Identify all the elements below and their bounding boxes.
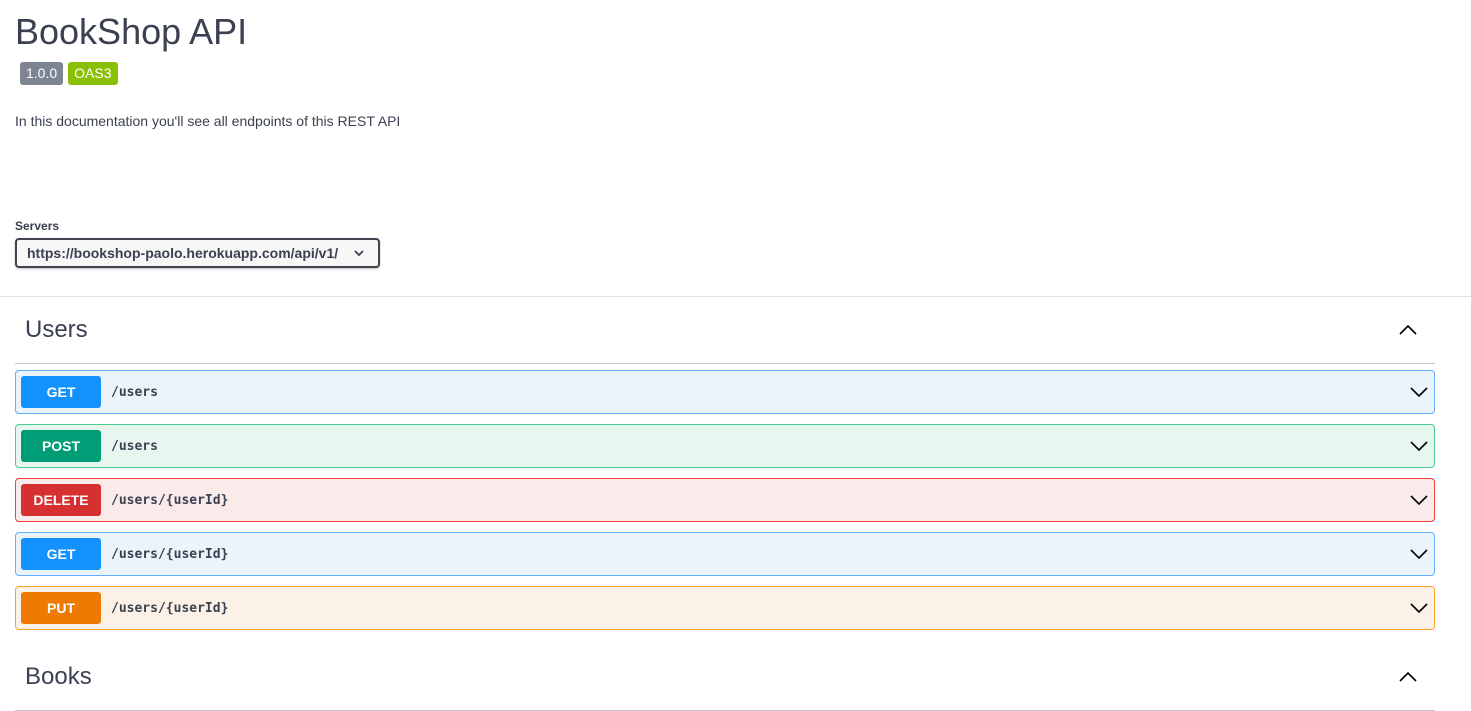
operation-path: /users/{userId} <box>111 600 229 616</box>
operation-delete[interactable]: DELETE/users/{userId} <box>15 478 1435 522</box>
tag-header[interactable]: Books <box>15 644 1435 711</box>
chevron-down-icon[interactable] <box>1410 441 1428 451</box>
tag-header[interactable]: Users <box>15 297 1435 364</box>
operation-get[interactable]: GET/users/{userId} <box>15 532 1435 576</box>
servers-select[interactable]: https://bookshop-paolo.herokuapp.com/api… <box>15 238 381 268</box>
api-description: In this documentation you'll see all end… <box>15 113 401 129</box>
method-badge: GET <box>21 538 101 570</box>
method-badge: GET <box>21 376 101 408</box>
chevron-down-icon[interactable] <box>1410 549 1428 559</box>
method-badge: PUT <box>21 592 101 624</box>
tag-section-books: Books <box>15 644 1435 711</box>
method-badge: DELETE <box>21 484 101 516</box>
page-title: BookShop API <box>15 11 248 52</box>
chevron-up-icon[interactable] <box>1399 325 1417 335</box>
servers-selected-value: https://bookshop-paolo.herokuapp.com/api… <box>27 245 339 261</box>
method-badge: POST <box>21 430 101 462</box>
servers-label: Servers <box>15 219 60 233</box>
chevron-down-icon[interactable] <box>1410 603 1428 613</box>
operation-path: /users <box>111 384 158 400</box>
operation-put[interactable]: PUT/users/{userId} <box>15 586 1435 630</box>
tag-name: Books <box>25 663 92 690</box>
version-badge: 1.0.0 <box>20 62 64 85</box>
operation-path: /users <box>111 438 158 454</box>
operation-post[interactable]: POST/users <box>15 424 1435 468</box>
operation-get[interactable]: GET/users <box>15 370 1435 414</box>
operation-path: /users/{userId} <box>111 546 229 562</box>
operation-path: /users/{userId} <box>111 492 229 508</box>
api-info: BookShop API 1.0.0 OAS3 In this document… <box>0 0 1471 268</box>
chevron-up-icon[interactable] <box>1399 672 1417 682</box>
divider <box>0 296 1471 297</box>
tag-name: Users <box>25 316 88 343</box>
chevron-down-icon[interactable] <box>1410 387 1428 397</box>
chevron-down-icon <box>354 250 364 256</box>
chevron-down-icon[interactable] <box>1410 495 1428 505</box>
oas-badge: OAS3 <box>68 62 118 85</box>
